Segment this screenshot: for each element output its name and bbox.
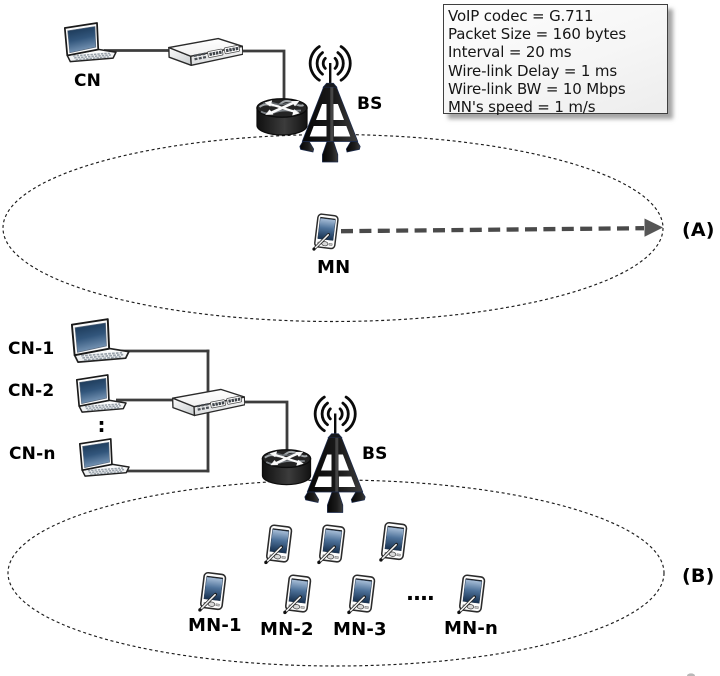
pda-glyph bbox=[262, 524, 294, 565]
horizontal-ellipsis: .... bbox=[406, 581, 435, 605]
mn3-label: MN-3 bbox=[333, 619, 387, 640]
router-glyph bbox=[256, 98, 308, 137]
panel-a-label: (A) bbox=[682, 218, 715, 241]
bs-tower-icon-b bbox=[303, 395, 367, 513]
mnn-label: MN-n bbox=[444, 617, 499, 639]
switch-icon-b bbox=[171, 388, 245, 417]
pda-glyph bbox=[196, 571, 228, 613]
coverage-ellipse-b bbox=[7, 479, 665, 667]
router-icon-a bbox=[256, 98, 308, 137]
param-voip-codec: VoIP codec = G.711 bbox=[448, 7, 594, 25]
laptop-glyph bbox=[64, 22, 117, 63]
cnn-laptop-icon bbox=[79, 438, 130, 477]
param-mn-speed: MN's speed = 1 m/s bbox=[448, 98, 596, 117]
param-packet-size: Packet Size = 160 bytes bbox=[448, 25, 627, 44]
arrow-dashes bbox=[340, 226, 645, 234]
cropped-edge-artifact bbox=[687, 673, 695, 676]
wire-switch-to-router-a bbox=[232, 49, 286, 104]
vertical-ellipsis: : bbox=[97, 413, 106, 437]
laptop-glyph bbox=[71, 318, 130, 364]
mn-pda-row-top bbox=[262, 521, 409, 565]
mn-movement-arrow bbox=[340, 218, 663, 237]
cn-label: CN bbox=[74, 71, 102, 91]
cn1-laptop-icon bbox=[71, 318, 130, 364]
panel-b-label: (B) bbox=[682, 564, 715, 587]
pda-glyph bbox=[315, 524, 347, 565]
mn-pda-icon bbox=[310, 213, 341, 252]
laptop-glyph bbox=[76, 374, 127, 413]
router-glyph bbox=[261, 449, 312, 486]
pda-glyph bbox=[377, 521, 409, 563]
mn2-label: MN-2 bbox=[260, 619, 314, 640]
tower-glyph bbox=[303, 395, 367, 513]
cn-laptop-icon bbox=[64, 22, 117, 63]
switch-glyph bbox=[168, 37, 243, 67]
pda-glyph bbox=[345, 574, 377, 615]
mn-label: MN bbox=[317, 257, 351, 278]
wire-switch-to-router-b bbox=[236, 400, 289, 456]
cn2-laptop-icon bbox=[76, 374, 127, 413]
pda-glyph bbox=[310, 213, 341, 252]
tower-glyph bbox=[298, 45, 362, 163]
cnn-label: CN-n bbox=[9, 443, 56, 464]
switch-glyph bbox=[171, 388, 245, 417]
pda-glyph bbox=[281, 574, 313, 615]
simulation-parameters-box: VoIP codec = G.711 Packet Size = 160 byt… bbox=[443, 4, 668, 117]
cn2-label: CN-2 bbox=[8, 381, 55, 401]
arrow-head bbox=[644, 218, 663, 237]
pda-glyph bbox=[455, 574, 487, 615]
coverage-ellipse-a bbox=[2, 133, 664, 323]
mn-pda-row-bottom bbox=[196, 571, 487, 615]
param-wire-bw: Wire-link BW = 10 Mbps bbox=[448, 79, 626, 98]
router-icon-b bbox=[261, 449, 312, 486]
param-interval: Interval = 20 ms bbox=[448, 43, 572, 62]
mn1-label: MN-1 bbox=[188, 615, 242, 636]
param-wire-delay: Wire-link Delay = 1 ms bbox=[448, 61, 618, 80]
bs-label-a: BS bbox=[357, 93, 383, 114]
cn1-label: CN-1 bbox=[8, 339, 55, 359]
bs-tower-icon-a bbox=[298, 45, 362, 163]
switch-icon-a bbox=[168, 37, 243, 67]
bs-label-b: BS bbox=[362, 444, 388, 464]
laptop-glyph bbox=[79, 438, 130, 477]
